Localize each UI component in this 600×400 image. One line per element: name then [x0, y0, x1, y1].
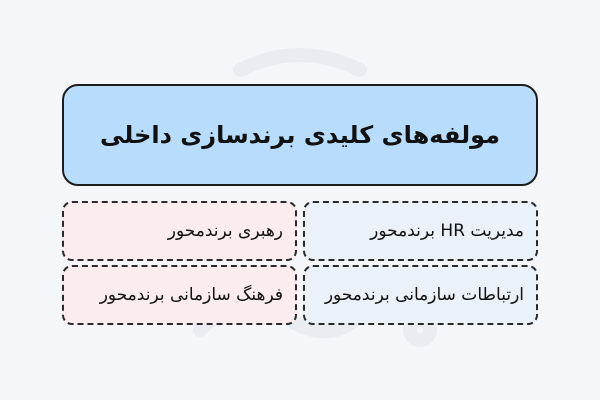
card-label: مدیریت HR برندمحور [370, 221, 524, 241]
title-box: مولفه‌های کلیدی برندسازی داخلی [62, 84, 538, 186]
card-leadership: رهبری برندمحور [62, 201, 297, 261]
card-label: فرهنگ سازمانی برندمحور [99, 285, 283, 305]
card-label: ارتباطات سازمانی برندمحور [324, 285, 524, 305]
diagram-title: مولفه‌های کلیدی برندسازی داخلی [99, 121, 501, 149]
card-hr-management: مدیریت HR برندمحور [303, 201, 538, 261]
card-label: رهبری برندمحور [167, 221, 283, 241]
card-culture: فرهنگ سازمانی برندمحور [62, 265, 297, 325]
card-communications: ارتباطات سازمانی برندمحور [303, 265, 538, 325]
